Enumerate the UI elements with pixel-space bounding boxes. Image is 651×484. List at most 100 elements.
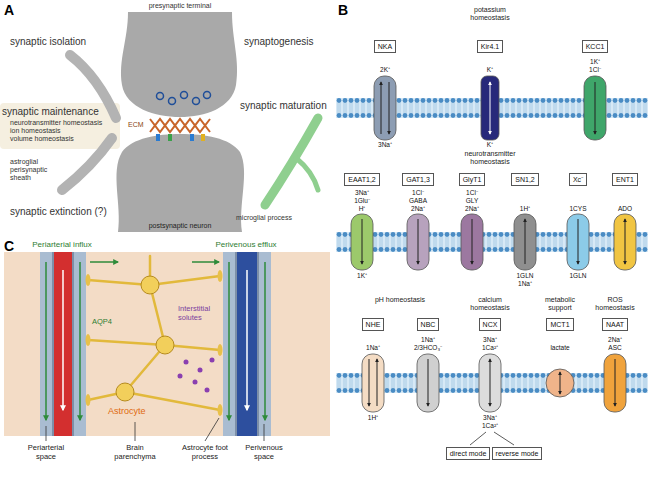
text-label: ASC bbox=[608, 344, 621, 351]
transporter-label-box: EAAT1,2 bbox=[344, 173, 380, 186]
text-label: synaptic isolation bbox=[10, 36, 86, 48]
text-label: Interstitial solutes bbox=[178, 305, 220, 322]
transporter bbox=[351, 214, 373, 270]
flow-arrow bbox=[45, 262, 47, 420]
text-label: 1H⁺ bbox=[368, 414, 378, 421]
box-text: NHE bbox=[366, 321, 381, 328]
leader-line bbox=[46, 418, 264, 441]
astrocyte bbox=[156, 336, 174, 354]
transporter-label-box: KCC1 bbox=[582, 40, 609, 53]
artery bbox=[54, 252, 72, 436]
transport-arrow bbox=[625, 219, 626, 264]
flow-arrow bbox=[264, 262, 266, 420]
text-label: 1Cl⁻ bbox=[466, 189, 478, 196]
leader-line bbox=[470, 432, 514, 445]
transporter bbox=[584, 76, 606, 140]
text-label: 2/3HCO₃⁻ bbox=[414, 344, 442, 351]
text-label: metabolic support bbox=[535, 296, 585, 312]
text-label: ADO bbox=[618, 205, 632, 212]
leader-line bbox=[264, 424, 265, 441]
interstitial-solute bbox=[198, 368, 203, 373]
transport-arrow bbox=[525, 219, 526, 264]
transport-arrow bbox=[472, 219, 473, 264]
artery bbox=[54, 252, 72, 436]
transporter-label-box: Kir4.1 bbox=[477, 40, 503, 53]
text-label: 1K⁺ bbox=[590, 58, 600, 65]
synaptic-vesicle bbox=[193, 98, 200, 105]
text-label: calcium homeostasis bbox=[463, 296, 518, 312]
text-label: GLY bbox=[466, 197, 479, 204]
transporter bbox=[514, 214, 536, 270]
text-label: K⁺ bbox=[487, 66, 493, 73]
text-label: 1K⁺ bbox=[357, 272, 367, 279]
text-label: neurotransmitter homeostasis bbox=[10, 119, 102, 127]
transport-arrow bbox=[377, 359, 378, 406]
interstitial-solute bbox=[184, 360, 189, 365]
astrocyte-endfoot bbox=[218, 344, 223, 356]
box-text: EAAT1,2 bbox=[348, 176, 376, 183]
transporter-label-box: SN1,2 bbox=[511, 173, 538, 186]
text-label: 1GLN bbox=[570, 272, 587, 279]
box-text: GAT1,3 bbox=[406, 176, 430, 183]
transporter-label-box: NKA bbox=[374, 40, 396, 53]
text-label: synaptic maintenance bbox=[2, 106, 99, 118]
vein bbox=[237, 252, 257, 436]
text-label: Astrocyte bbox=[108, 406, 146, 416]
flow-arrow bbox=[90, 261, 118, 263]
transporter bbox=[567, 214, 589, 270]
interstitial-solute bbox=[205, 388, 210, 393]
box-text: SN1,2 bbox=[515, 176, 534, 183]
transporter bbox=[604, 354, 626, 412]
periarterial-space bbox=[52, 252, 54, 436]
periarterial-space bbox=[74, 252, 86, 436]
ecm-strand bbox=[150, 119, 210, 132]
transport-arrow bbox=[418, 219, 419, 264]
astrocyte-endfoot bbox=[218, 404, 223, 416]
transporter bbox=[614, 214, 636, 270]
receptor bbox=[156, 134, 160, 141]
membrane bbox=[336, 232, 648, 252]
brain-parenchyma bbox=[4, 252, 330, 436]
astrocyte-process bbox=[88, 256, 220, 410]
transport-arrow bbox=[578, 219, 579, 264]
presynaptic-terminal bbox=[121, 12, 237, 117]
text-label: volume homeostasis bbox=[10, 135, 74, 143]
transporter bbox=[374, 76, 396, 140]
flow-arrow bbox=[46, 262, 265, 420]
periarterial-space bbox=[40, 252, 52, 436]
receptor bbox=[168, 134, 172, 141]
interstitial-solute bbox=[193, 380, 198, 385]
label-panel bbox=[0, 103, 120, 149]
text-label: postsynaptic neuron bbox=[149, 222, 212, 230]
text-label: 2Na⁺ bbox=[465, 205, 479, 212]
text-label: 1Glu⁻ bbox=[354, 197, 370, 204]
perivenous-space bbox=[257, 252, 259, 436]
brain-parenchyma bbox=[4, 252, 330, 436]
astrocyte-endfoot bbox=[86, 394, 91, 406]
astrocyte-endfoot bbox=[86, 334, 91, 346]
leader-line bbox=[46, 426, 47, 441]
astrocyte bbox=[116, 383, 134, 401]
astrocyte-process bbox=[150, 276, 220, 285]
transporter-label-box: direct mode bbox=[446, 447, 491, 460]
astroglial-sheath bbox=[62, 138, 112, 190]
transport-arrow bbox=[362, 82, 625, 406]
microglial-process bbox=[265, 118, 318, 205]
text-label: 2Na⁺ bbox=[411, 205, 425, 212]
text-label: 1Ca²⁺ bbox=[482, 422, 498, 429]
box-text: KCC1 bbox=[586, 43, 605, 50]
text-label: 2Na⁺ bbox=[608, 336, 622, 343]
panel-letter: A bbox=[4, 2, 14, 18]
text-label: K⁺ bbox=[487, 141, 493, 148]
transporter-label-box: NHE bbox=[362, 318, 385, 331]
membrane bbox=[336, 232, 648, 252]
text-label: astroglial perisynaptic sheath bbox=[10, 158, 65, 182]
box-text: NAAT bbox=[606, 321, 624, 328]
transporter-label-box: NCX bbox=[479, 318, 502, 331]
transport-arrow bbox=[389, 82, 390, 134]
transporter bbox=[407, 214, 429, 270]
perivenous-space bbox=[223, 252, 271, 436]
transporter-label-box: GlyT1 bbox=[459, 173, 486, 186]
text-label: H⁺ bbox=[359, 205, 366, 212]
text-label: synaptogenesis bbox=[244, 36, 314, 48]
